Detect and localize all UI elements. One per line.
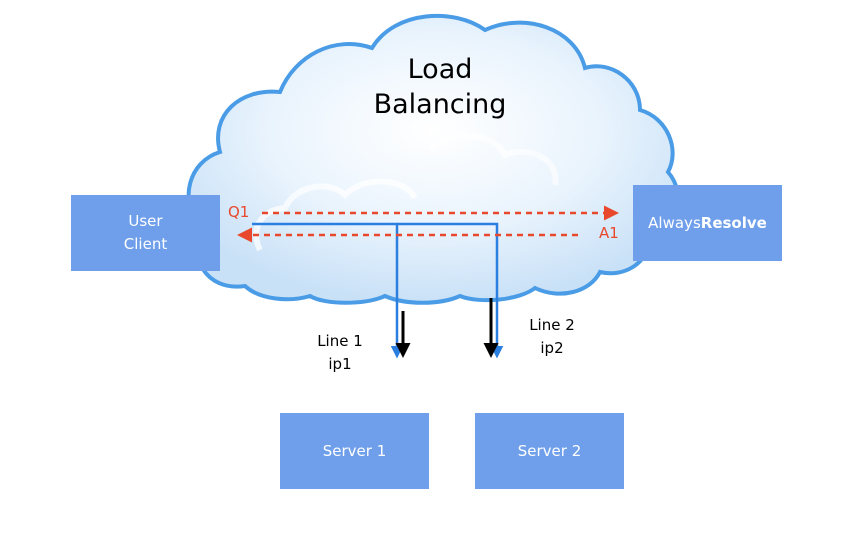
always-resolve-label-bold: Resolve <box>700 213 767 232</box>
cloud-shape <box>186 13 681 305</box>
query-answer-arrows <box>237 205 619 243</box>
diagram-title: Load Balancing <box>340 52 540 122</box>
routing-lines <box>252 222 504 359</box>
title-line-2: Balancing <box>373 89 507 120</box>
line-2-name: Line 2 <box>529 316 575 334</box>
server-1-label: Server 1 <box>322 441 387 460</box>
always-resolve-label-regular: Always <box>648 213 701 232</box>
server-1-box: Server 1 <box>280 413 429 489</box>
title-line-1: Load <box>407 54 473 85</box>
answer-label: A1 <box>599 224 619 242</box>
server-2-box: Server 2 <box>475 413 624 489</box>
user-client-box: User Client <box>71 195 220 271</box>
line-1-label: Line 1 ip1 <box>300 330 380 376</box>
user-client-label-2: Client <box>123 235 168 253</box>
user-client-label-1: User <box>128 212 163 230</box>
line-1-ip: ip1 <box>328 355 352 373</box>
query-label: Q1 <box>228 203 250 221</box>
line2-route <box>397 222 504 359</box>
line-2-label: Line 2 ip2 <box>512 314 592 360</box>
line-1-name: Line 1 <box>317 332 363 350</box>
line-2-ip: ip2 <box>540 339 564 357</box>
server-2-label: Server 2 <box>517 441 582 460</box>
